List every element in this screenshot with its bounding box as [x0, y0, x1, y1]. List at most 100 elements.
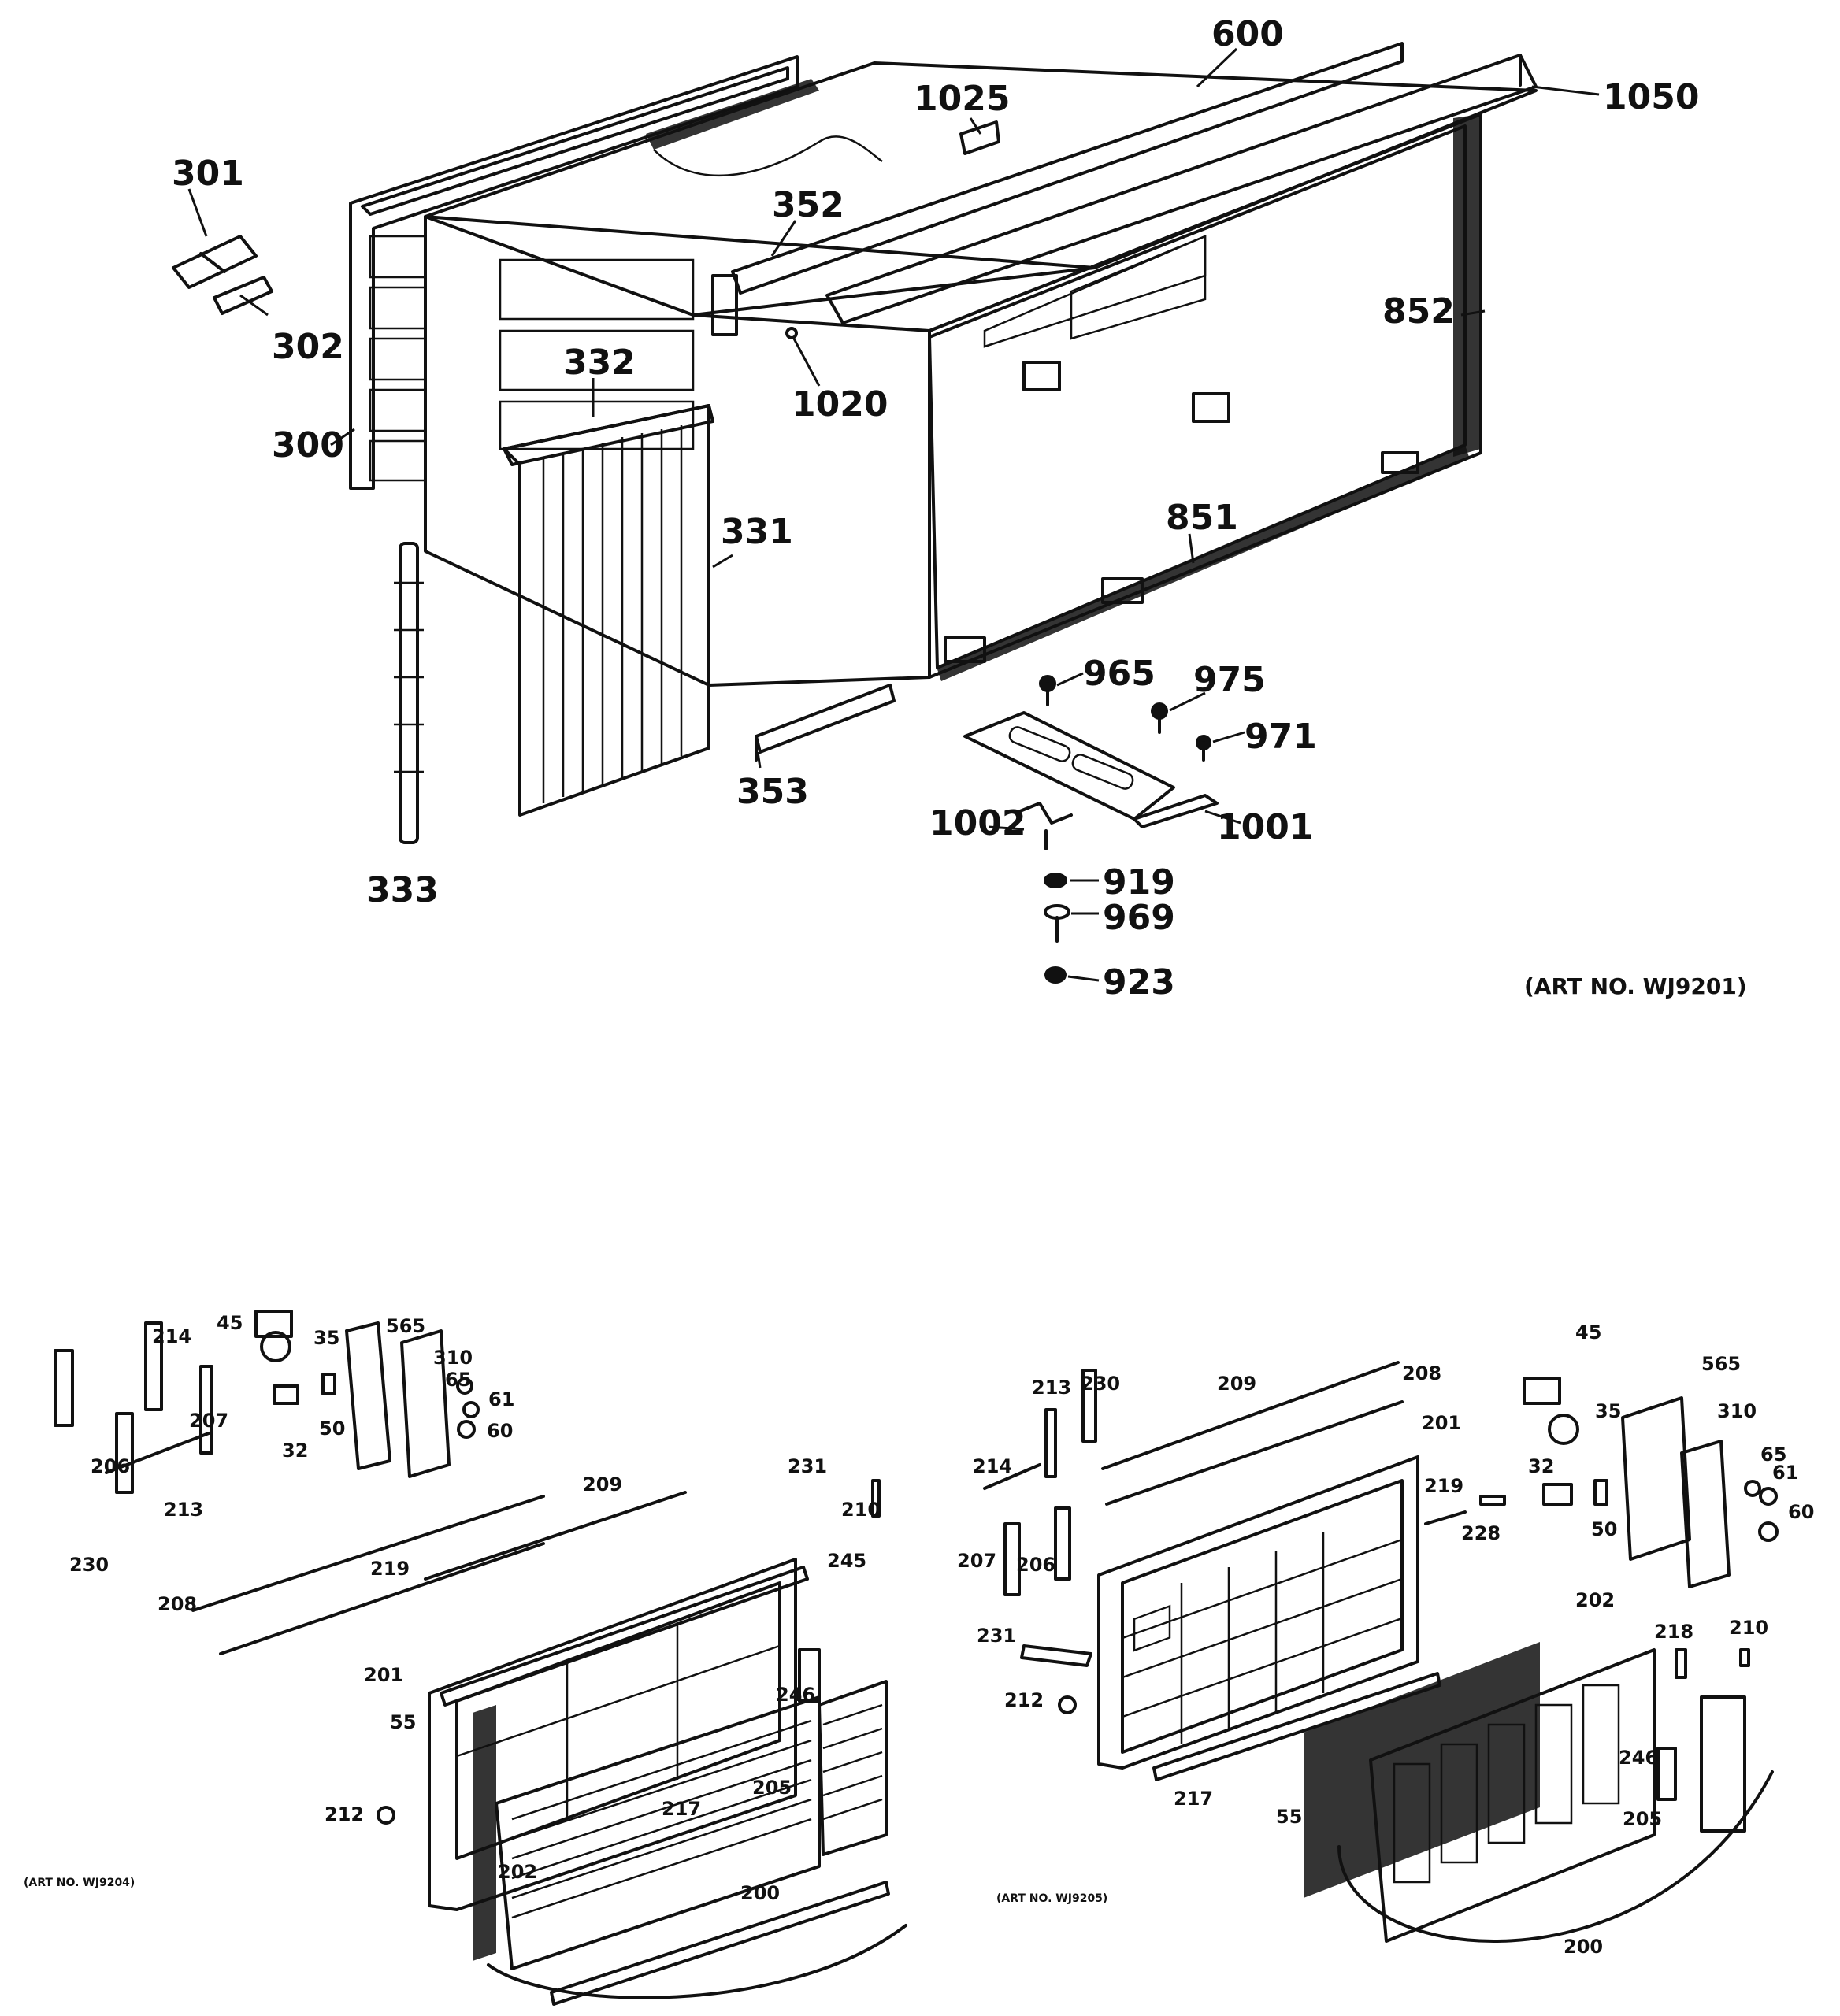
label-35-right: 35 [1595, 1400, 1621, 1422]
label-210-right: 210 [1729, 1617, 1768, 1639]
part-331-louver-panel [503, 404, 714, 817]
part-975-screw [1151, 702, 1168, 734]
label-45: 45 [217, 1312, 243, 1334]
part-55-filter-media [1304, 1642, 1540, 1898]
group-200-bracket [487, 1924, 907, 1999]
part-352-rail [711, 42, 1404, 336]
label-45-right: 45 [1575, 1321, 1601, 1343]
label-969: 969 [1103, 898, 1175, 938]
art-number-top: (ART NO. WJ9201) [1524, 973, 1747, 999]
part-209-rod-right [1101, 1361, 1400, 1470]
part-600-cabinet-shell [424, 61, 1538, 687]
label-208-right: 208 [1402, 1362, 1441, 1384]
label-331: 331 [721, 512, 793, 552]
part-206-hinge-right [1054, 1506, 1071, 1581]
label-923: 923 [1103, 962, 1175, 1002]
part-206-hinge [54, 1349, 74, 1427]
label-209-right: 209 [1217, 1373, 1256, 1395]
label-209: 209 [583, 1473, 622, 1495]
label-1001: 1001 [1217, 807, 1313, 847]
label-228-right: 228 [1461, 1522, 1501, 1544]
top-exploded-view: 600 1050 1025 301 302 352 852 332 1020 3… [172, 14, 1747, 1002]
part-1002-bracket [1018, 802, 1073, 850]
left-callout-labels: 45 35 565 214 310 65 61 207 50 60 32 206… [24, 1312, 881, 1904]
part-205-filter-right [1700, 1695, 1746, 1833]
group-200-bracket-right [1337, 1770, 1774, 1944]
label-246: 246 [776, 1684, 815, 1706]
part-246-latch-right [1656, 1747, 1677, 1801]
label-600: 600 [1211, 14, 1284, 54]
part-50-clip [321, 1373, 336, 1395]
label-61: 61 [488, 1388, 514, 1410]
part-971-screw [1196, 735, 1211, 762]
label-851: 851 [1166, 498, 1238, 538]
part-231-rail [440, 1566, 809, 1707]
art-number-left: (ART NO. WJ9204) [24, 1877, 135, 1889]
label-32: 32 [282, 1440, 308, 1462]
part-213-spring [199, 1365, 213, 1455]
top-callout-labels: 600 1050 1025 301 302 352 852 332 1020 3… [172, 14, 1747, 1002]
label-201-right: 201 [1422, 1412, 1461, 1434]
label-206-right: 206 [1016, 1554, 1055, 1576]
label-200: 200 [740, 1882, 780, 1904]
label-231-right: 231 [977, 1625, 1016, 1647]
label-310-right: 310 [1717, 1400, 1757, 1422]
label-207: 207 [189, 1410, 228, 1432]
label-852: 852 [1382, 291, 1455, 332]
label-231: 231 [788, 1455, 827, 1477]
part-353-channel [755, 684, 896, 762]
part-217-strip [550, 1881, 890, 2006]
label-219-right: 219 [1424, 1475, 1463, 1497]
part-217-strip-right [1152, 1672, 1441, 1781]
part-202-grille [473, 1695, 821, 1970]
label-61-right: 61 [1772, 1462, 1798, 1484]
label-565: 565 [386, 1315, 425, 1337]
part-214-clip-strip [105, 1432, 210, 1474]
part-61-knob-right [1759, 1487, 1778, 1506]
part-45-switch [254, 1310, 293, 1338]
part-32-thermostat [273, 1384, 299, 1405]
label-217-right: 217 [1174, 1788, 1213, 1810]
label-213: 213 [164, 1499, 203, 1521]
bottom-right-exploded-view: 45 565 213 230 209 208 35 310 201 65 61 … [957, 1321, 1814, 1958]
part-35-knob [260, 1331, 291, 1362]
label-919: 919 [1103, 862, 1175, 902]
label-214-right: 214 [973, 1455, 1012, 1477]
label-207-right: 207 [957, 1550, 996, 1572]
part-45-switch-right [1523, 1377, 1561, 1405]
part-219-rod-right [1424, 1510, 1467, 1525]
part-1001-support-bracket [963, 711, 1219, 828]
part-214-clip-strip-right [983, 1463, 1041, 1490]
part-208-rod-right [1105, 1400, 1404, 1506]
part-246-latch [798, 1648, 821, 1703]
label-35: 35 [313, 1327, 339, 1349]
part-301-bracket [172, 235, 258, 289]
label-218-right: 218 [1654, 1621, 1693, 1643]
label-310: 310 [433, 1347, 473, 1369]
part-207-hinge-right [1003, 1522, 1021, 1596]
part-60-knob [457, 1420, 476, 1439]
label-202-right: 202 [1575, 1589, 1615, 1611]
label-55: 55 [390, 1711, 416, 1733]
label-1020: 1020 [792, 384, 888, 424]
part-218-tab-right [1675, 1648, 1687, 1679]
label-60: 60 [487, 1420, 513, 1442]
label-245: 245 [827, 1550, 866, 1572]
top-leader-lines [187, 47, 1600, 982]
label-50-right: 50 [1591, 1518, 1617, 1540]
part-1020-screw [785, 327, 798, 339]
label-50: 50 [319, 1418, 345, 1440]
bottom-left-exploded-view: 45 35 565 214 310 65 61 207 50 60 32 206… [24, 1310, 907, 2006]
label-210: 210 [841, 1499, 881, 1521]
part-65-knob-right [1744, 1480, 1761, 1497]
part-60-knob-right [1758, 1521, 1779, 1542]
label-333: 333 [366, 870, 439, 910]
label-213-right: 213 [1032, 1377, 1071, 1399]
part-202-grille-right [1369, 1648, 1656, 1943]
part-65-knob [456, 1377, 473, 1395]
part-210-spring [871, 1479, 881, 1518]
label-300: 300 [272, 425, 344, 465]
label-230: 230 [69, 1554, 109, 1576]
label-200-right: 200 [1564, 1936, 1603, 1958]
